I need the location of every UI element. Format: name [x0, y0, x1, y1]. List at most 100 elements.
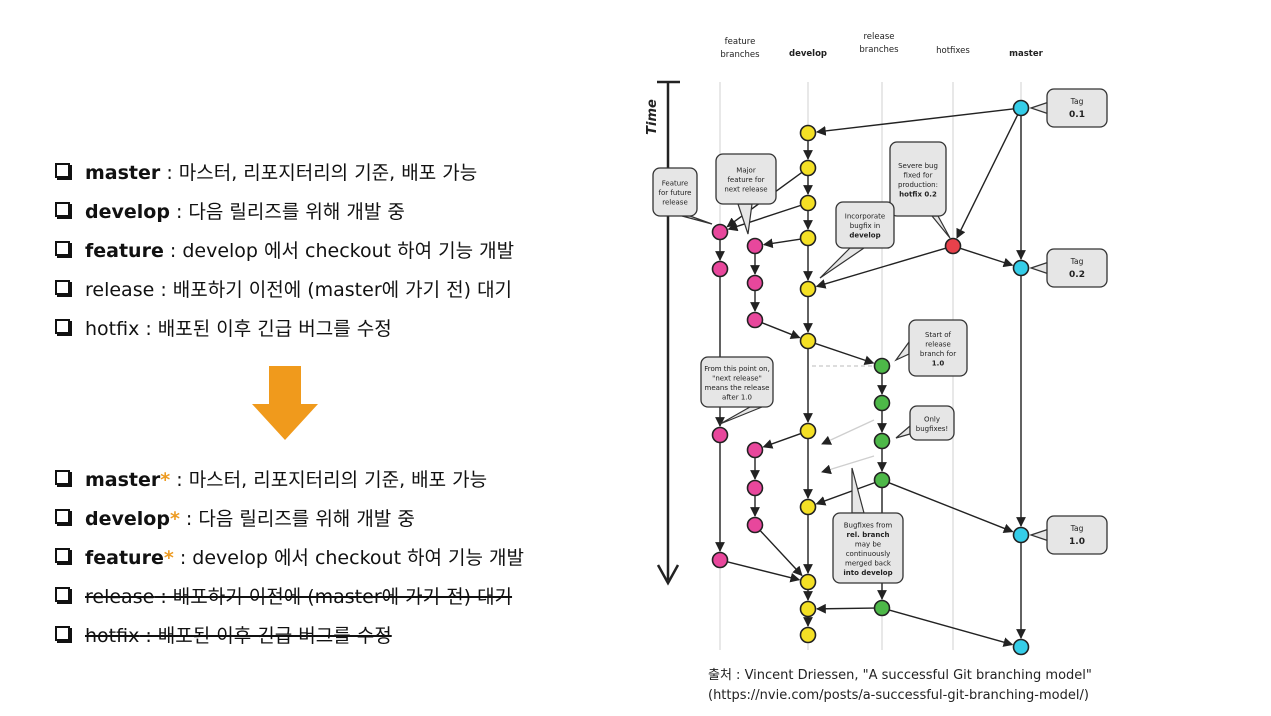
commit-edge: [815, 482, 875, 506]
callout-text: may be: [855, 540, 881, 548]
checkbox-icon: [55, 587, 70, 602]
tag-tail: [1029, 528, 1050, 542]
checkbox-icon: [55, 241, 70, 256]
commit-edge: [815, 108, 1014, 136]
faint-edge: [821, 455, 875, 475]
checkbox-icon: [55, 319, 70, 334]
commit-node-develop: [799, 124, 817, 142]
commit-edge: [889, 482, 1014, 533]
commit-edge: [960, 247, 1014, 268]
callout-box: [652, 167, 698, 217]
source-citation: 출처 : Vincent Driessen, "A successful Git…: [708, 666, 1092, 706]
callout-box: [908, 319, 968, 377]
list-item-develop: develop* : 다음 릴리즈를 위해 개발 중: [55, 503, 524, 542]
commit-node-develop: [799, 229, 817, 247]
callout-text: Major: [736, 167, 756, 175]
term: hotfix: [85, 625, 140, 647]
commit-edge: [762, 433, 801, 449]
callout-text: From this point on,: [704, 365, 770, 373]
callout-box: [700, 356, 774, 408]
branch-list-after: master* : 마스터, 리포지터리의 기준, 배포 가능 develop*…: [55, 464, 524, 659]
commit-node-release: [873, 394, 891, 412]
commit-node-master: [1012, 638, 1030, 656]
star-mark: *: [169, 508, 180, 530]
callout-box: [832, 512, 904, 584]
commit-node-develop: [799, 498, 817, 516]
callout-text: bugfix in: [850, 222, 880, 230]
callout-tail: [737, 203, 753, 235]
callout-tail: [681, 215, 713, 225]
struck-text: hotfix : 배포된 이후 긴급 버그를 수정: [85, 625, 392, 647]
commit-edge: [956, 114, 1019, 239]
list-item-master: master : 마스터, 리포지터리의 기준, 배포 가능: [55, 157, 514, 196]
term: develop: [85, 508, 170, 530]
callout-text: hotfix 0.2: [899, 190, 937, 198]
checkbox-icon: [55, 626, 70, 641]
term: release: [85, 279, 155, 301]
desc: : develop 에서 checkout 하여 기능 개발: [173, 547, 525, 569]
callout-text: fixed for: [904, 171, 933, 179]
desc: : develop 에서 checkout 하여 기능 개발: [163, 240, 515, 262]
commit-node-master: [1012, 526, 1030, 544]
commit-node-develop: [799, 422, 817, 440]
term: hotfix: [85, 318, 140, 340]
callout-tail: [719, 406, 763, 425]
commit-node-release: [873, 599, 891, 617]
struck-text: release : 배포하기 이전에 (master에 가기 전) 대기: [85, 586, 512, 608]
callout-tail: [894, 340, 910, 362]
commit-node-master: [1012, 99, 1030, 117]
time-axis-arrowhead: [656, 564, 680, 586]
commit-node-develop: [799, 280, 817, 298]
commit-node-feature: [711, 223, 729, 241]
commit-node-feature: [746, 479, 764, 497]
tag-text: Tag: [1070, 97, 1084, 106]
tag-box: [1046, 515, 1108, 555]
term: develop: [85, 201, 170, 223]
callout-text: Only: [924, 415, 940, 423]
lane-header-feature: feature: [725, 37, 756, 47]
callout-text: for future: [659, 189, 692, 197]
callout-text: Feature: [662, 180, 688, 188]
commit-node-master: [1012, 259, 1030, 277]
callout-text: 1.0: [932, 359, 945, 367]
source-line-1: 출처 : Vincent Driessen, "A successful Git…: [708, 668, 1092, 683]
callout-text: feature for: [727, 176, 764, 184]
callout-from_this_point: From this point on,"next release"means t…: [700, 356, 774, 425]
desc: : 마스터, 리포지터리의 기준, 배포 가능: [170, 469, 488, 491]
term: release: [85, 586, 155, 608]
commit-edge: [727, 204, 801, 232]
callout-text: Start of: [925, 331, 952, 339]
checkbox-icon: [55, 548, 70, 563]
callout-tail: [819, 247, 866, 279]
checkbox-icon: [55, 202, 70, 217]
checkbox-icon: [55, 509, 70, 524]
time-axis: Time: [645, 80, 680, 586]
commit-node-feature: [711, 260, 729, 278]
commit-edge: [759, 530, 803, 577]
callout-box: [835, 201, 895, 249]
callout-text: Incorporate: [845, 213, 885, 221]
commit-node-develop: [799, 626, 817, 644]
desc: : 배포하기 이전에 (master에 가기 전) 대기: [154, 279, 513, 301]
callout-text: Bugfixes from: [844, 521, 893, 529]
tag-box: [1046, 88, 1108, 128]
star-mark: *: [163, 547, 174, 569]
callout-text: means the release: [705, 384, 770, 392]
tag-version: 1.0: [1069, 537, 1085, 547]
desc: : 마스터, 리포지터리의 기준, 배포 가능: [160, 162, 478, 184]
callout-text: release: [925, 340, 951, 348]
commit-node-release: [873, 471, 891, 489]
source-line-2: (https://nvie.com/posts/a-successful-git…: [708, 688, 1089, 703]
lane-header-hotfix: hotfixes: [936, 46, 970, 56]
callout-text: into develop: [843, 569, 892, 577]
lane-header-release: branches: [859, 45, 899, 55]
list-item-release: release : 배포하기 이전에 (master에 가기 전) 대기: [55, 274, 514, 313]
commit-node-feature: [746, 311, 764, 329]
